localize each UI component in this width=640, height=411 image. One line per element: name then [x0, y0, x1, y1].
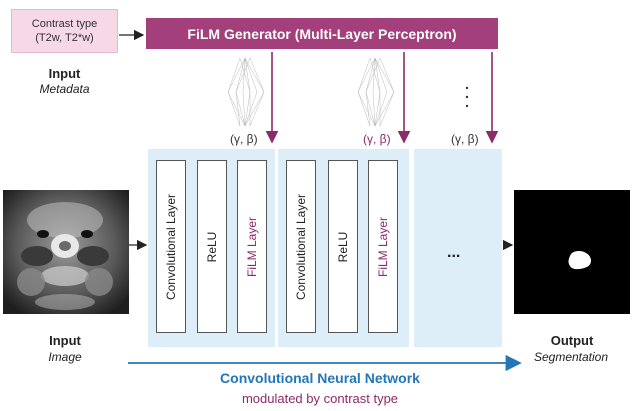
film-generator-box: FiLM Generator (Multi-Layer Perceptron)	[146, 18, 498, 49]
more-blocks-ellipsis: ...	[447, 244, 461, 261]
relu-layer-2: ReLU	[328, 160, 358, 333]
metadata-input-sublabel: Metadata	[39, 82, 90, 96]
input-image-label: Input	[49, 333, 81, 348]
conv-layer-2: Convolutional Layer	[286, 160, 316, 333]
conv-layer-1: Convolutional Layer	[156, 160, 186, 333]
film-layer-1: FiLM Layer	[237, 160, 267, 333]
cnn-subtitle: modulated by contrast type	[241, 391, 399, 406]
contrast-type-values: (T2w, T2*w)	[35, 32, 94, 44]
gamma-beta-label-2: (γ, β)	[363, 132, 391, 146]
relu-layer-1: ReLU	[197, 160, 227, 333]
cnn-block-panel-3	[414, 149, 502, 347]
gamma-beta-label-1: (γ, β)	[230, 132, 258, 146]
output-segmentation-image	[514, 190, 630, 314]
film-layer-2: FiLM Layer	[368, 160, 398, 333]
input-image-sublabel: Image	[48, 350, 82, 364]
output-sublabel: Segmentation	[533, 350, 609, 364]
mlp-glyph-2	[357, 57, 395, 127]
contrast-type-box: Contrast type (T2w, T2*w)	[11, 9, 118, 53]
output-label: Output	[550, 333, 594, 348]
contrast-type-title: Contrast type	[31, 18, 98, 30]
metadata-input-label: Input	[48, 66, 81, 81]
input-mri-image	[3, 190, 129, 314]
more-mlp-dots	[465, 86, 469, 108]
mlp-glyph-1	[227, 57, 265, 127]
gamma-beta-label-3: (γ, β)	[451, 132, 479, 146]
cnn-title: Convolutional Neural Network	[220, 370, 420, 386]
